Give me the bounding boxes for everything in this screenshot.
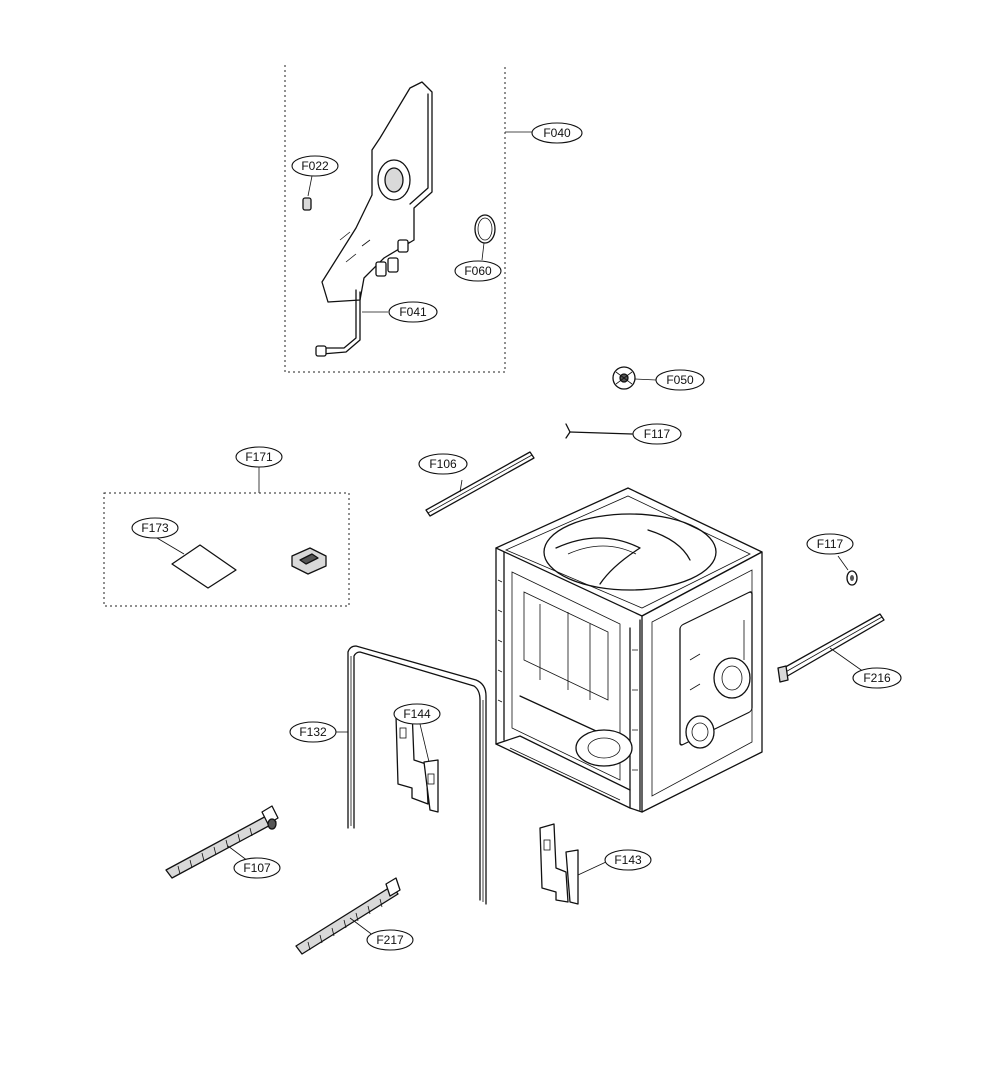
screw-part <box>302 175 313 211</box>
rail-f216-part <box>777 613 885 683</box>
rail-f106-part <box>425 451 535 517</box>
callout-f107: F107 <box>233 857 281 879</box>
svg-text:F060: F060 <box>464 264 492 278</box>
callout-f050: F050 <box>655 369 705 391</box>
callout-f216: F216 <box>852 667 902 689</box>
svg-text:F050: F050 <box>666 373 694 387</box>
svg-text:F143: F143 <box>614 853 642 867</box>
callout-f132: F132 <box>289 721 337 743</box>
svg-text:F144: F144 <box>403 707 431 721</box>
callout-f040: F040 <box>531 122 583 144</box>
svg-text:F117: F117 <box>817 537 844 551</box>
spring-f107-part <box>165 805 279 879</box>
connector-clip-part <box>291 547 327 575</box>
svg-text:F173: F173 <box>141 521 169 535</box>
svg-text:F217: F217 <box>376 933 404 947</box>
callout-f217: F217 <box>366 929 414 951</box>
svg-text:F171: F171 <box>245 450 273 464</box>
callout-f106: F106 <box>418 453 468 475</box>
svg-text:F216: F216 <box>863 671 891 685</box>
svg-text:F106: F106 <box>429 457 457 471</box>
bolt-part <box>837 555 858 586</box>
hub-part <box>612 366 657 390</box>
callout-f022: F022 <box>291 155 339 177</box>
pin-cable-part <box>565 423 633 439</box>
hinge-f143-part <box>539 823 607 905</box>
svg-text:F117: F117 <box>644 427 671 441</box>
callout-f144: F144 <box>393 703 441 725</box>
svg-text:F041: F041 <box>399 305 427 319</box>
hinge-f144-part <box>395 709 439 813</box>
callout-f041: F041 <box>388 301 438 323</box>
spring-f217-part <box>295 877 401 955</box>
callout-f117-top: F117 <box>632 423 682 445</box>
svg-text:F040: F040 <box>543 126 571 140</box>
svg-text:F107: F107 <box>243 861 271 875</box>
callout-f173: F173 <box>131 517 179 539</box>
callout-f171: F171 <box>235 446 283 468</box>
svg-text:F022: F022 <box>301 159 329 173</box>
svg-text:F132: F132 <box>299 725 327 739</box>
tub-part <box>495 487 763 813</box>
group-box-f040 <box>284 65 532 373</box>
callout-f060: F060 <box>454 260 502 282</box>
callout-f143: F143 <box>604 849 652 871</box>
label-card-part <box>156 537 237 589</box>
callout-f117-right: F117 <box>806 533 854 555</box>
o-ring-part <box>474 214 496 261</box>
group-box-f171 <box>103 466 350 607</box>
spray-arm-plate-part <box>315 81 433 357</box>
